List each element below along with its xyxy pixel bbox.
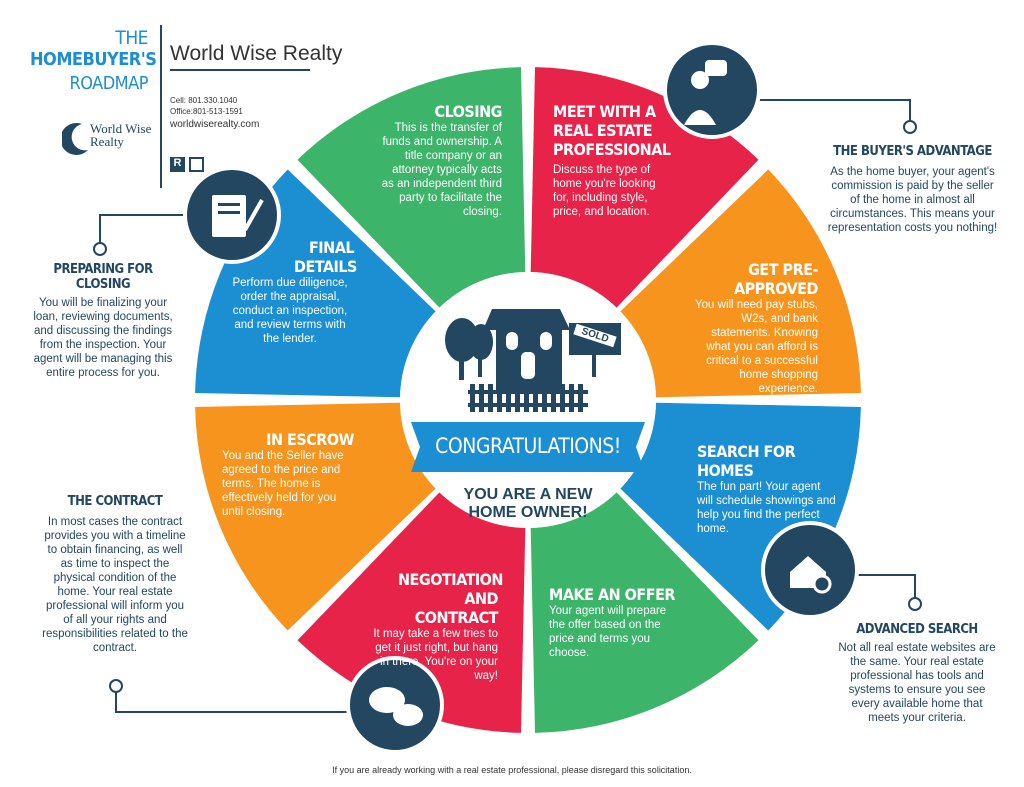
callout-contract: THE CONTRACT In most cases the contract …	[40, 494, 190, 655]
cell-phone: Cell: 801.330.1040	[170, 96, 238, 105]
fence-picket	[533, 384, 538, 412]
congratulations-text: CONGRATULATIONS!	[435, 434, 621, 458]
new-owner-line2: HOME OWNER!	[468, 504, 588, 521]
ring-segment	[195, 402, 436, 631]
office-phone: Office:801-513-1591	[170, 107, 243, 116]
fence-picket	[542, 384, 547, 412]
step-pre-approved: GET PRE-APPROVED You will need pay stubs…	[690, 260, 818, 396]
step-body: Your agent will prepare the offer based …	[549, 605, 667, 659]
fence-picket	[479, 384, 484, 412]
company-name: World Wise Realty	[170, 42, 343, 65]
step-negotiation: NEGOTIATION AND CONTRACT It may take a f…	[370, 570, 503, 683]
step-body: Discuss the type of home you're looking …	[553, 164, 656, 218]
connector-dot	[908, 597, 922, 611]
step-body: It may take a few tries to get it just r…	[373, 628, 498, 682]
callout-advanced-search: ADVANCED SEARCH Not all real estate webs…	[838, 622, 996, 725]
step-body: You and the Seller have agreed to the pr…	[222, 450, 344, 518]
step-title: MAKE AN OFFER	[549, 585, 676, 604]
fence-picket	[506, 384, 511, 412]
callout-buyers-advantage: THE BUYER'S ADVANTAGE As the home buyer,…	[825, 144, 1000, 235]
step-meet-agent: MEET WITH A REAL ESTATE PROFESSIONAL Dis…	[553, 102, 683, 219]
equal-housing-icon	[189, 157, 204, 172]
step-body: This is the transfer of funds and owners…	[381, 122, 502, 218]
step-body: Perform due diligence, order the apprais…	[232, 277, 348, 345]
step-make-offer: MAKE AN OFFER Your agent will prepare th…	[549, 585, 684, 660]
step-body: The fun part! Your agent will schedule s…	[697, 481, 836, 535]
callout-body: As the home buyer, your agent's commissi…	[827, 166, 998, 234]
callout-preparing-closing: PREPARING FOR CLOSING You will be finali…	[28, 262, 178, 380]
fence-picket	[524, 384, 529, 412]
fence-picket	[578, 384, 583, 412]
title-homebuyers: HOMEBUYER'S	[30, 49, 157, 70]
callout-body: Not all real estate websites are the sam…	[838, 642, 996, 724]
fence-picket	[551, 384, 556, 412]
step-search-homes: SEARCH FOR HOMES The fun part! Your agen…	[697, 442, 837, 536]
connector-dot	[903, 120, 917, 134]
fence-picket	[569, 384, 574, 412]
ring-segment	[297, 492, 526, 733]
header-divider	[160, 25, 162, 188]
fence-picket	[488, 384, 493, 412]
ring-segment	[620, 169, 861, 398]
ring-segment	[530, 492, 759, 733]
fence-picket	[470, 384, 475, 412]
new-owner-line1: YOU ARE A NEW	[463, 486, 593, 503]
callout-title: PREPARING FOR CLOSING	[53, 262, 153, 292]
fence-picket	[560, 384, 565, 412]
connector-dot	[93, 242, 107, 256]
step-body: You will need pay stubs, W2s, and bank s…	[695, 299, 818, 395]
step-title: GET PRE-APPROVED	[733, 260, 819, 298]
step-title: NEGOTIATION AND CONTRACT	[398, 570, 503, 627]
callout-body: In most cases the contract provides you …	[42, 516, 188, 654]
step-title: IN ESCROW	[266, 430, 354, 449]
website-link[interactable]: worldwiserealty.com	[170, 119, 260, 130]
step-title: MEET WITH A REAL ESTATE PROFESSIONAL	[553, 102, 671, 159]
callout-title: THE BUYER'S ADVANTAGE	[833, 144, 992, 159]
fence-picket	[497, 384, 502, 412]
step-escrow: IN ESCROW You and the Seller have agreed…	[222, 430, 355, 519]
congratulations-banner	[411, 422, 645, 472]
step-title: FINAL DETAILS	[294, 238, 357, 276]
step-title: SEARCH FOR HOMES	[697, 442, 796, 480]
agent-icon	[663, 41, 761, 139]
step-title: CLOSING	[434, 102, 503, 121]
title-the: THE	[115, 27, 148, 49]
realtor-icon: R	[170, 157, 185, 172]
step-final-details: FINAL DETAILS Perform due diligence, ord…	[226, 238, 357, 346]
ring-segment	[297, 67, 526, 308]
fence-picket	[515, 384, 520, 412]
step-closing: CLOSING This is the transfer of funds an…	[380, 102, 503, 219]
callout-title: THE CONTRACT	[67, 494, 163, 509]
connector-dot	[109, 679, 123, 693]
underline	[170, 69, 310, 71]
footer-disclaimer: If you are already working with a real e…	[332, 765, 692, 775]
callout-body: You will be finalizing your loan, review…	[33, 297, 173, 379]
callout-title: ADVANCED SEARCH	[856, 622, 978, 637]
title-roadmap: ROADMAP	[69, 73, 148, 94]
